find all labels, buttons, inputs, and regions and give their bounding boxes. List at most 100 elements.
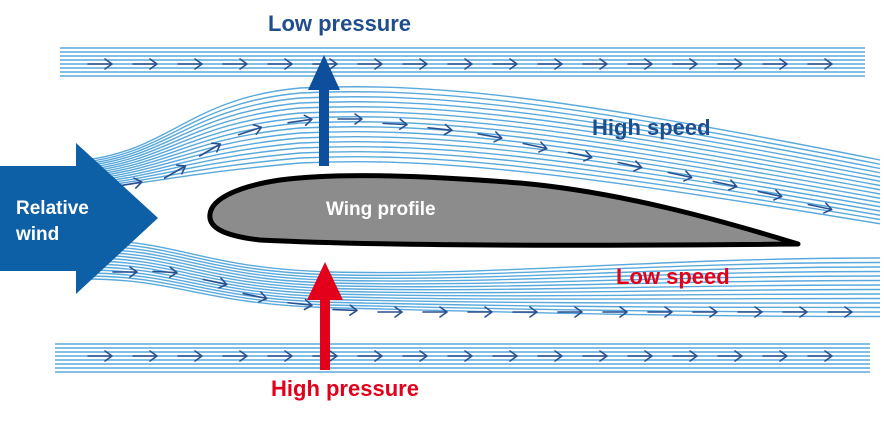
right-arrow-icon (287, 298, 313, 311)
right-arrow-icon (402, 58, 428, 70)
streamline-lower (84, 242, 881, 277)
up-arrow-icon (307, 262, 343, 370)
streamline-upper (84, 86, 881, 161)
high-speed-label: High speed (592, 115, 711, 140)
right-arrow-icon (537, 58, 563, 70)
right-arrow-icon (447, 58, 473, 70)
right-arrow-icon (717, 58, 743, 70)
right-arrow-icon (267, 58, 293, 70)
right-arrow-icon (447, 350, 473, 362)
streamline-upper (84, 131, 881, 199)
streamline-upper (84, 126, 881, 195)
right-arrow-icon (492, 350, 518, 362)
right-arrow-icon (132, 350, 158, 362)
streamline-upper (84, 146, 881, 212)
right-arrow-icon (287, 114, 313, 127)
relative-wind-arrow (0, 143, 158, 294)
wing-profile-label: Wing profile (326, 199, 436, 220)
streamline-lower (84, 239, 881, 274)
streamline-lower (84, 251, 881, 285)
streamline-upper (84, 151, 881, 216)
right-arrow-icon (672, 350, 698, 362)
right-arrow-icon (222, 350, 248, 362)
streamline-lower (84, 257, 881, 291)
right-arrow-icon (477, 131, 503, 143)
right-arrow-icon (337, 113, 363, 125)
right-arrow-icon (427, 123, 453, 136)
streamline-upper (84, 161, 881, 225)
right-arrow-icon (492, 58, 518, 70)
right-arrow-icon (242, 291, 268, 303)
right-arrow-icon (617, 160, 643, 172)
right-arrow-icon (222, 58, 248, 70)
streamline-upper (84, 96, 881, 170)
streamline-upper (84, 136, 881, 204)
right-arrow-icon (582, 350, 608, 362)
right-arrow-icon (647, 306, 673, 318)
right-arrow-icon (567, 150, 593, 162)
low-pressure-label: Low pressure (268, 11, 412, 36)
right-arrow-icon (757, 189, 783, 201)
right-arrow-icon (807, 58, 833, 70)
right-arrow-icon (163, 164, 187, 179)
right-arrow-icon (782, 306, 808, 318)
right-arrow-icon (827, 306, 853, 318)
right-arrow-icon (332, 304, 358, 316)
right-arrow-icon (132, 58, 158, 70)
right-arrow-icon (537, 350, 563, 362)
streamline-lower (84, 269, 881, 304)
right-arrow-icon (177, 350, 203, 362)
streamline-lower (84, 260, 881, 294)
right-arrow-icon (112, 266, 138, 278)
right-arrow-icon (737, 306, 763, 318)
up-arrow-icon (308, 55, 340, 166)
low-speed-label: Low speed (616, 264, 730, 289)
streamline-upper (84, 121, 881, 191)
right-arrow-icon (627, 350, 653, 362)
right-arrow-icon (672, 58, 698, 70)
right-arrow-icon (177, 58, 203, 70)
right-arrow-icon (357, 350, 383, 362)
right-arrow-icon (402, 350, 428, 362)
right-arrow-icon (382, 118, 408, 131)
streamline-upper (84, 141, 881, 208)
right-arrow-icon (762, 58, 788, 70)
right-arrow-icon (807, 350, 833, 362)
right-arrow-icon (602, 306, 628, 318)
right-arrow-icon (762, 350, 788, 362)
streamline-lower (84, 248, 881, 282)
relative-wind-label: Relative wind (16, 196, 106, 248)
right-arrow-icon (692, 306, 718, 318)
streamline-upper (84, 106, 881, 178)
right-arrow-icon (667, 170, 693, 182)
right-arrow-icon (522, 141, 548, 153)
streamline-upper (84, 101, 881, 174)
right-arrow-icon (627, 58, 653, 70)
high-pressure-label: High pressure (271, 376, 419, 401)
right-arrow-icon (712, 179, 738, 191)
right-arrow-icon (717, 350, 743, 362)
right-arrow-icon (467, 306, 493, 318)
right-arrow-icon (152, 266, 178, 279)
right-arrow-icon (582, 58, 608, 70)
streamline-upper (84, 91, 881, 165)
right-arrow-icon (202, 277, 228, 289)
streamline-upper (84, 111, 881, 182)
right-arrow-icon (267, 350, 293, 362)
right-arrow-icon (237, 123, 263, 136)
right-arrow-icon (557, 306, 583, 318)
right-arrow-icon (422, 306, 448, 318)
right-arrow-icon (87, 350, 113, 362)
streamline-upper (84, 116, 881, 187)
right-arrow-icon (377, 306, 403, 318)
streamline-lower (84, 278, 881, 318)
streamline-lower (84, 272, 881, 309)
wing-profile-shape (207, 173, 801, 248)
right-arrow-icon (198, 142, 222, 157)
relative-wind-line-1: Relative (16, 198, 89, 219)
relative-wind-line-2: wind (16, 224, 60, 245)
streamline-lower (84, 245, 881, 279)
streamline-lower (84, 254, 881, 288)
right-arrow-icon (512, 306, 538, 318)
